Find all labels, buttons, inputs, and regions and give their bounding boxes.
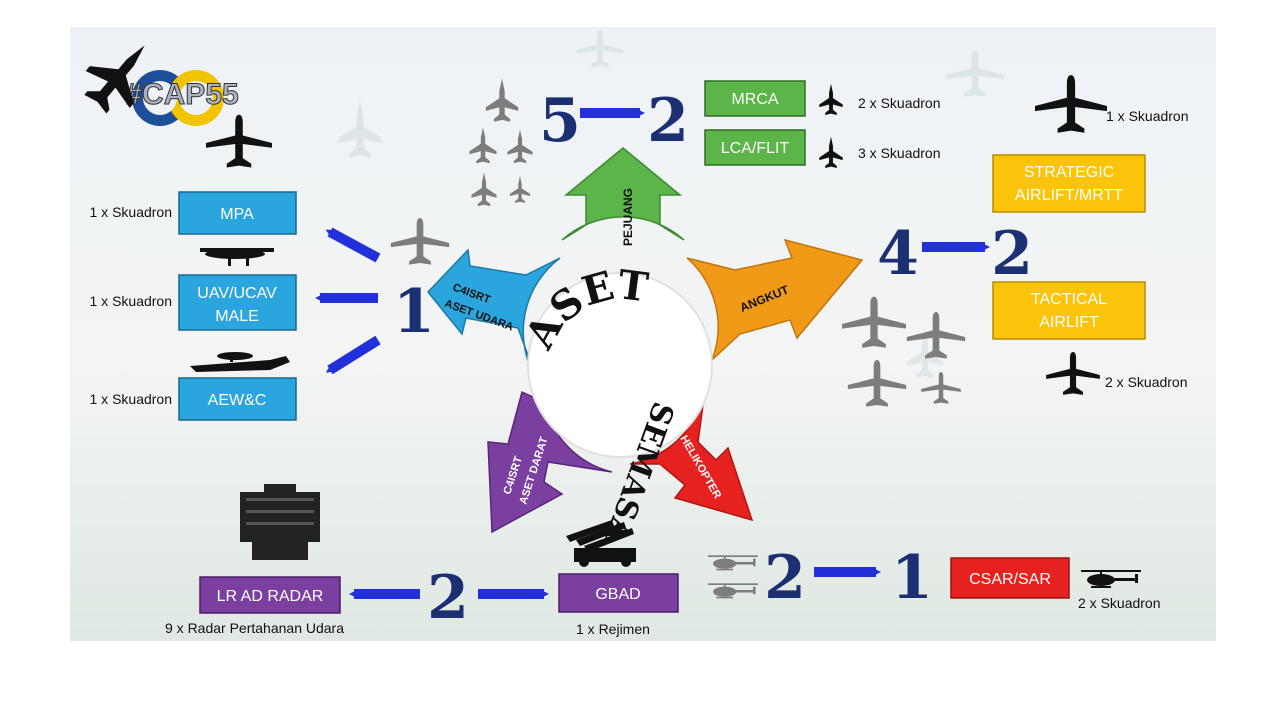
- strategic-label-1: STRATEGIC: [1024, 164, 1114, 181]
- aewc-aircraft-icon: [190, 352, 290, 372]
- lcaflit-label: LCA/FLIT: [721, 140, 790, 157]
- tactical-count: 2 x Skuadron: [1105, 374, 1188, 390]
- transport-group: 1 x Skuadron STRATEGIC AIRLIFT/MRTT 4 2 …: [842, 75, 1189, 407]
- arm-c4isrt-darat: C4ISRT ASET DARAT: [487, 390, 613, 534]
- tactical-label-2: AIRLIFT: [1039, 314, 1099, 331]
- strategic-count: 1 x Skuadron: [1106, 108, 1189, 124]
- csar-sar-label: CSAR/SAR: [969, 571, 1051, 588]
- aewc-label: AEW&C: [208, 392, 267, 409]
- heli-count-target: 1: [891, 543, 933, 613]
- transport-count-current: 4: [877, 219, 919, 289]
- strategic-box: [992, 154, 1146, 213]
- lr-ad-radar-box: [199, 576, 341, 614]
- radar-icon: [240, 484, 320, 560]
- ground-count: 2: [427, 563, 469, 633]
- tactical-label-1: TACTICAL: [1031, 291, 1107, 308]
- lcaflit-item: LCA/FLIT 3 x Skuadron: [704, 129, 941, 168]
- uav-label-1: UAV/UCAV: [197, 285, 277, 302]
- csar-count: 2 x Skuadron: [1078, 595, 1161, 611]
- fighter-count-current: 5: [539, 86, 581, 156]
- mrca-item: MRCA 2 x Skuadron: [704, 80, 941, 117]
- center-wheel: PEJUANG ANGKUT HELIKOPTER C4ISRT ASET DA…: [427, 147, 864, 547]
- hub-circle: [527, 272, 713, 458]
- gbad-label: GBAD: [595, 586, 640, 603]
- mpa-label: MPA: [220, 206, 254, 223]
- svg-text:#CAP55: #CAP55: [125, 78, 238, 111]
- arrow-to-aewc: [325, 335, 381, 375]
- strategic-label-2: AIRLIFT/MRTT: [1015, 187, 1123, 204]
- arm-pejuang: PEJUANG: [561, 147, 685, 246]
- lcaflit-box: [704, 129, 806, 166]
- fighter-group: 5 2 MRCA 2 x Skuadron LCA/FLIT 3 x Skuad…: [469, 78, 941, 207]
- gbad-count: 1 x Rejimen: [576, 621, 650, 637]
- aewc-box: [178, 377, 297, 421]
- csar-sar-box: [950, 557, 1070, 599]
- lcaflit-count: 3 x Skuadron: [858, 145, 941, 161]
- mpa-box: [178, 191, 297, 235]
- arm-label-pejuang: PEJUANG: [621, 188, 635, 246]
- arrow-to-mpa: [325, 227, 381, 263]
- gbad-box: [558, 573, 679, 613]
- uav-label-2: MALE: [215, 308, 259, 325]
- arm-angkut: ANGKUT: [686, 238, 864, 361]
- uav-box: [178, 274, 297, 331]
- fighter-count-target: 2: [647, 86, 689, 156]
- cap55-logo: #CAP55: [73, 26, 239, 126]
- c4isr-air-group: 1 x Skuadron MPA 1 x Skuadron UAV/UCAV M…: [90, 114, 450, 421]
- mrca-box: [704, 80, 806, 117]
- aewc-count: 1 x Skuadron: [90, 391, 173, 407]
- missile-launcher-icon: [566, 520, 636, 567]
- mrca-label: MRCA: [731, 91, 778, 108]
- tactical-box: [992, 281, 1146, 340]
- c4isr-air-count: 1: [393, 277, 435, 347]
- lr-ad-radar-label: LR AD RADAR: [217, 588, 324, 605]
- transport-count-target: 2: [991, 219, 1033, 289]
- heli-group: 2 1 CSAR/SAR 2 x Skuadron: [708, 543, 1161, 613]
- drone-icon: [200, 248, 274, 266]
- radar-count: 9 x Radar Pertahanan Udara: [165, 620, 344, 636]
- mrca-count: 2 x Skuadron: [858, 95, 941, 111]
- heli-count-current: 2: [764, 543, 806, 613]
- ground-group: LR AD RADAR 9 x Radar Pertahanan Udara 2…: [165, 484, 679, 637]
- uav-count: 1 x Skuadron: [90, 293, 173, 309]
- mpa-count: 1 x Skuadron: [90, 204, 173, 220]
